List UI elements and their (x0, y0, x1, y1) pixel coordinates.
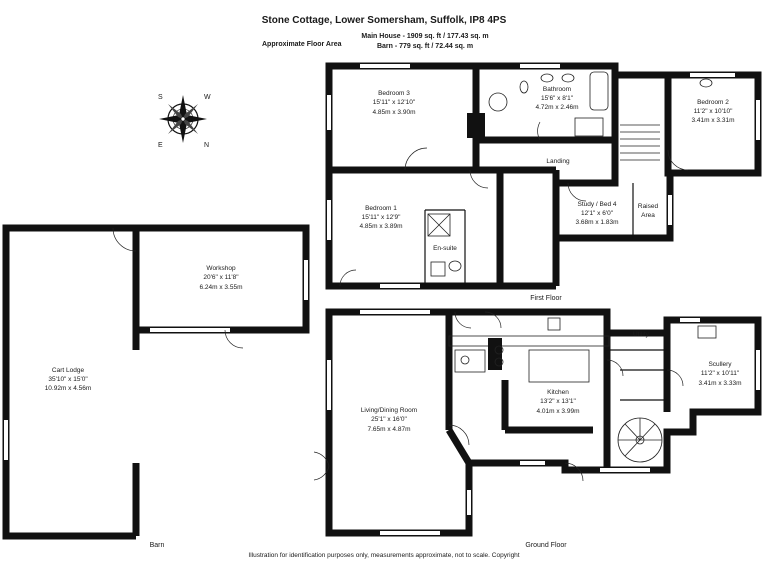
kitchen-name: Kitchen (547, 389, 569, 396)
raised-area-name: Raised (638, 203, 659, 210)
main-house-area: Main House - 1909 sq. ft / 177.43 sq. m (361, 33, 488, 40)
bedroom-1-imperial: 15'11" x 12'9" (362, 214, 401, 221)
ground-floor-plan (313, 308, 762, 537)
compass-s: S (158, 94, 163, 101)
ground-floor-label: Ground Floor (525, 542, 567, 549)
bedroom-2-metric: 3.41m x 3.31m (692, 117, 735, 124)
bedroom-2-name: Bedroom 2 (697, 99, 729, 106)
living-dining-imperial: 25'1" x 16'0" (371, 416, 407, 423)
disclaimer: Illustration for identification purposes… (248, 552, 519, 559)
compass-rose-icon (159, 95, 207, 143)
living-dining-name: Living/Dining Room (361, 407, 417, 414)
barn-label: Barn (150, 542, 165, 549)
bedroom-2-walls (664, 71, 762, 177)
first-floor-plan (325, 62, 762, 290)
study-metric: 3.68m x 1.83m (576, 219, 619, 226)
compass-w: W (204, 94, 211, 101)
kitchen-metric: 4.01m x 3.99m (537, 408, 580, 415)
scullery-imperial: 11'2" x 10'11" (701, 370, 740, 377)
cart-lodge-imperial: 35'10" x 15'0" (48, 376, 88, 383)
scullery-metric: 3.41m x 3.33m (699, 380, 742, 387)
raised-area-name-2: Area (641, 212, 655, 219)
compass-n: N (204, 142, 209, 149)
bathroom-imperial: 15'6" x 8'1" (541, 95, 574, 102)
en-suite-name: En-suite (433, 245, 457, 252)
workshop-name: Workshop (206, 265, 236, 272)
living-dining-metric: 7.65m x 4.87m (368, 426, 411, 433)
bedroom-1-metric: 4.85m x 3.89m (360, 223, 403, 230)
barn-plan (2, 224, 310, 540)
cart-lodge-name: Cart Lodge (52, 367, 85, 374)
bedroom-3-walls (325, 62, 480, 174)
barn-area: Barn - 779 sq. ft / 72.44 sq. m (377, 43, 473, 50)
bedroom-3-name: Bedroom 3 (378, 90, 410, 97)
bedroom-3-metric: 4.85m x 3.90m (373, 109, 416, 116)
bathroom-walls (472, 62, 619, 144)
landing-name: Landing (546, 158, 570, 165)
plan-title: Stone Cottage, Lower Somersham, Suffolk,… (262, 15, 507, 26)
compass-e: E (158, 142, 163, 149)
workshop-metric: 6.24m x 3.55m (200, 284, 243, 291)
scullery-name: Scullery (708, 361, 732, 368)
approx-area-label: Approximate Floor Area (262, 41, 342, 48)
bedroom-3-imperial: 15'11" x 12'10" (373, 99, 416, 106)
study-name: Study / Bed 4 (577, 201, 616, 208)
bedroom-1-name: Bedroom 1 (365, 205, 397, 212)
bathroom-metric: 4.72m x 2.46m (536, 104, 579, 111)
first-floor-label: First Floor (530, 295, 562, 302)
cart-lodge-metric: 10.92m x 4.56m (45, 385, 92, 392)
bedroom-2-imperial: 11'2" x 10'10" (694, 108, 733, 115)
utility-name: Utility (633, 331, 650, 338)
workshop-imperial: 20'6" x 11'8" (203, 274, 239, 281)
kitchen-imperial: 13'2" x 13'1" (540, 398, 576, 405)
study-imperial: 12'1" x 6'0" (581, 210, 614, 217)
bathroom-name: Bathroom (543, 86, 571, 93)
